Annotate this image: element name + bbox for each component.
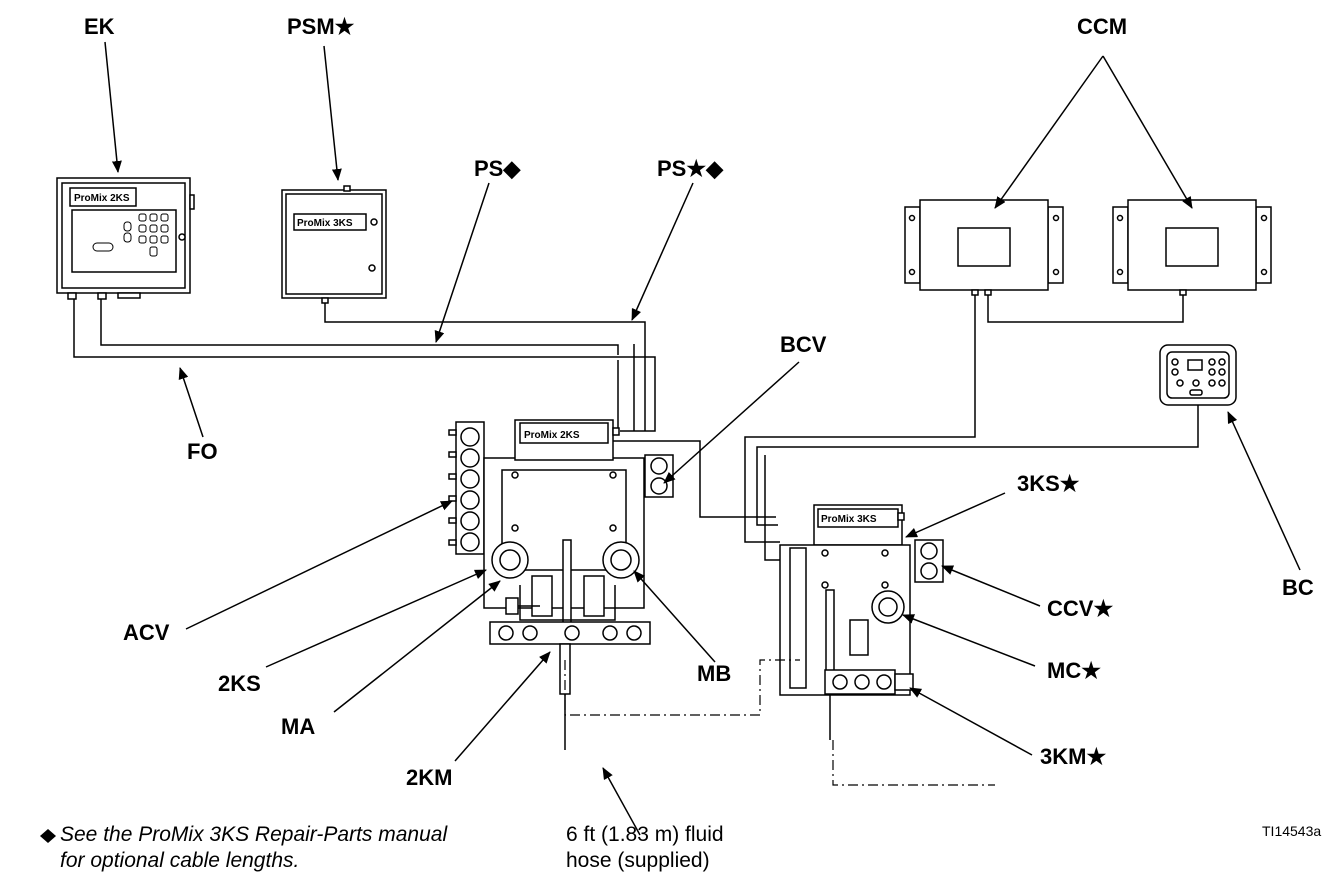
- psm-panel-text: ProMix 3KS: [297, 218, 353, 229]
- label-2ks: 2KS: [218, 671, 261, 696]
- label-ccv: CCV★: [1047, 596, 1114, 621]
- hose-note-line-1: 6 ft (1.83 m) fluid: [566, 823, 724, 846]
- ek-panel-text: ProMix 2KS: [74, 193, 130, 204]
- label-ps-1: PS◆: [474, 156, 521, 181]
- ccm-enclosure-1: [904, 199, 1064, 296]
- label-psm: PSM★: [287, 14, 355, 39]
- label-bcv: BCV: [780, 332, 827, 357]
- booth-control: [1159, 344, 1237, 406]
- ek-enclosure: [56, 177, 195, 300]
- station-2ks: [448, 419, 674, 750]
- hose-note: 6 ft (1.83 m) fluid hose (supplied): [566, 822, 724, 874]
- hose-note-line-2: hose (supplied): [566, 849, 710, 872]
- label-ps-2: PS★◆: [657, 156, 723, 181]
- label-2km: 2KM: [406, 765, 453, 790]
- cables: [73, 295, 1199, 561]
- diamond-icon: [40, 829, 56, 843]
- ccm-enclosure-2: [1112, 199, 1272, 296]
- label-mc: MC★: [1047, 658, 1101, 683]
- footnote-line-1: See the ProMix 3KS Repair-Parts manual: [60, 823, 448, 846]
- label-3km: 3KM★: [1040, 744, 1107, 769]
- figure-id: TI14543a: [1262, 823, 1322, 839]
- label-ccm: CCM: [1077, 14, 1128, 39]
- fluid-hose: [564, 659, 995, 786]
- label-ek: EK: [84, 14, 115, 39]
- label-bc: BC: [1282, 575, 1314, 600]
- leaders: [104, 41, 1301, 836]
- label-ma: MA: [281, 714, 316, 739]
- psm-enclosure: [281, 185, 387, 304]
- footnote-line-2: for optional cable lengths.: [60, 849, 300, 872]
- acv-valve-stack: [448, 421, 485, 555]
- label-fo: FO: [187, 439, 218, 464]
- label-acv: ACV: [123, 620, 170, 645]
- station-3ks: [779, 504, 944, 740]
- label-mb: MB: [697, 661, 732, 686]
- label-3ks: 3KS★: [1017, 471, 1080, 496]
- station-3ks-text: ProMix 3KS: [821, 514, 877, 525]
- station-2ks-text: ProMix 2KS: [524, 430, 580, 441]
- footnote: See the ProMix 3KS Repair-Parts manual f…: [60, 822, 447, 874]
